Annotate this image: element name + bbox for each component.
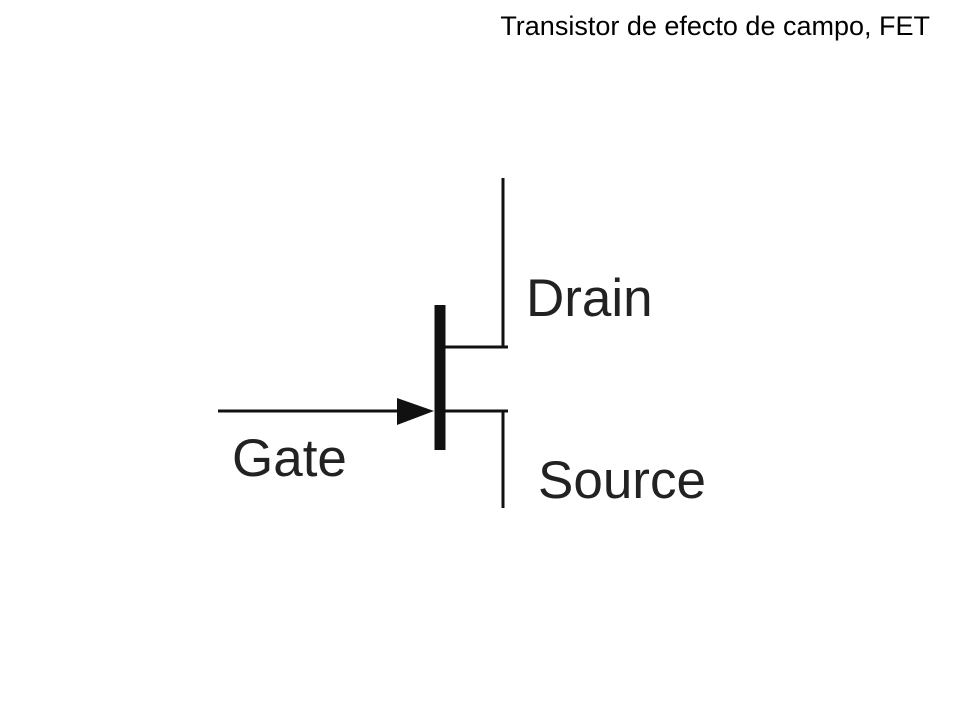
diagram-background bbox=[184, 132, 732, 614]
gate-label: Gate bbox=[232, 429, 347, 488]
source-label: Source bbox=[538, 451, 706, 510]
gate-arrow-icon bbox=[397, 398, 434, 425]
drain-label: Drain bbox=[526, 269, 653, 328]
slide-title: Transistor de efecto de campo, FET bbox=[500, 11, 930, 41]
